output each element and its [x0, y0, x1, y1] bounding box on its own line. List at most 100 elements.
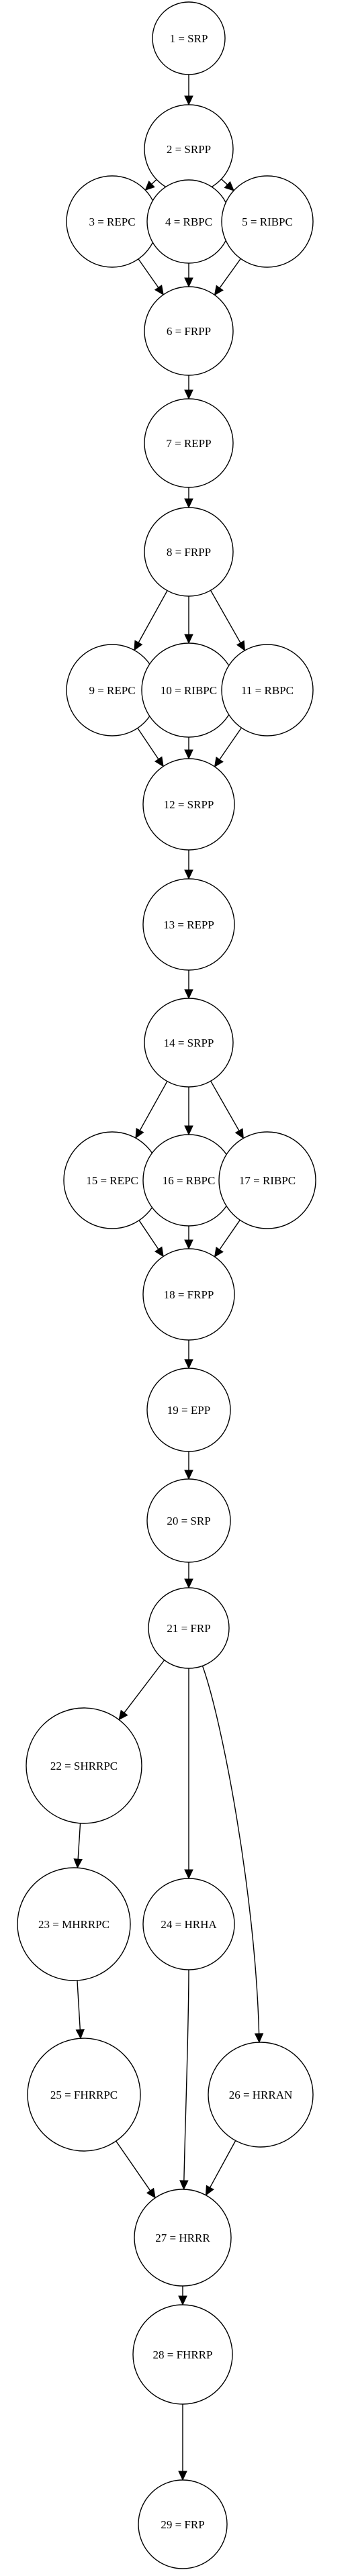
node-29: 29 = FRP — [138, 2479, 228, 2569]
edges-layer — [73, 75, 264, 2481]
edge-arrowhead-5-6 — [214, 285, 224, 296]
node-label: 23 = MHRRPC — [38, 1918, 109, 1931]
node-26: 26 = HRRAN — [208, 2042, 314, 2148]
edge-26-27 — [210, 2140, 236, 2188]
edge-arrowhead-2-5 — [224, 181, 234, 191]
node-label: 8 = FRPP — [167, 546, 211, 559]
node-24: 24 = HRHA — [142, 1878, 235, 1970]
node-label: 4 = RBPC — [165, 216, 212, 228]
node-2: 2 = SRPP — [144, 104, 234, 194]
node-circle — [142, 878, 235, 971]
node-circle — [27, 2038, 141, 2152]
edge-5-6 — [219, 258, 241, 289]
node-label: 26 = HRRAN — [229, 2089, 293, 2101]
edge-arrowhead-24-27 — [179, 2180, 189, 2191]
edge-arrowhead-6-7 — [184, 389, 193, 400]
edge-arrowhead-9-12 — [154, 756, 164, 767]
node-circle — [146, 1478, 231, 1563]
edge-arrowhead-8-9 — [134, 640, 143, 651]
edge-17-18 — [219, 1219, 240, 1250]
node-9: 9 = REPC — [66, 644, 159, 736]
node-label: 5 = RIBPC — [242, 216, 293, 228]
edge-arrowhead-13-14 — [184, 989, 193, 1000]
edge-9-12 — [137, 728, 159, 760]
edge-24-27 — [183, 1969, 189, 2181]
node-label: 16 = RBPC — [163, 1174, 216, 1187]
node-28: 28 = FHRRP — [132, 2304, 233, 2405]
node-11: 11 = RBPC — [221, 644, 314, 736]
node-label: 10 = RIBPC — [161, 684, 217, 697]
node-label: 14 = SRPP — [164, 1037, 214, 1049]
node-label: 3 = REPC — [89, 216, 135, 228]
node-circle — [138, 2479, 228, 2569]
node-27: 27 = HRRR — [134, 2189, 232, 2287]
edge-arrowhead-12-13 — [184, 869, 193, 880]
node-label: 1 = SRP — [170, 32, 208, 45]
node-7: 7 = REPP — [144, 398, 234, 488]
edge-3-6 — [138, 258, 159, 288]
nodes-layer: 1 = SRP 2 = SRPP 3 = REPC 4 = RBPC 5 = RIBPC… — [17, 1, 316, 2569]
node-label: 12 = SRPP — [164, 798, 214, 811]
node-18: 18 = FRPP — [142, 1248, 235, 1341]
node-15: 15 = REPC — [63, 1131, 161, 1229]
edge-arrowhead-20-21 — [184, 1578, 193, 1589]
edge-arrowhead-14-16 — [184, 1125, 193, 1136]
node-12: 12 = SRPP — [142, 758, 235, 851]
node-3: 3 = REPC — [66, 175, 159, 268]
node-10: 10 = RIBPC — [141, 642, 236, 738]
edge-arrowhead-22-23 — [73, 1858, 83, 1869]
edge-arrowhead-23-25 — [75, 2029, 85, 2040]
edge-arrowhead-2-3 — [144, 181, 155, 191]
node-1: 1 = SRP — [152, 1, 226, 75]
node-22: 22 = SHRRPC — [26, 1707, 142, 1824]
edge-arrowhead-1-2 — [184, 95, 193, 106]
edge-arrowhead-18-19 — [184, 1359, 193, 1370]
node-circle — [142, 1878, 235, 1970]
node-label: 9 = REPC — [89, 684, 135, 697]
edge-arrowhead-8-11 — [236, 640, 246, 651]
node-circle — [17, 1867, 131, 1981]
edge-arrowhead-25-27 — [146, 2187, 156, 2199]
node-circle — [221, 644, 314, 736]
node-20: 20 = SRP — [146, 1478, 231, 1563]
node-circle — [152, 1, 226, 75]
node-circle — [144, 507, 234, 597]
node-label: 13 = REPP — [163, 918, 214, 931]
edge-arrowhead-21-22 — [118, 1709, 128, 1721]
node-label: 7 = REPP — [166, 437, 211, 450]
node-label: 17 = RIBPC — [239, 1174, 296, 1187]
node-circle — [142, 1248, 235, 1341]
edge-22-23 — [77, 1823, 81, 1860]
node-label: 24 = HRHA — [161, 1918, 217, 1931]
node-14: 14 = SRPP — [144, 998, 234, 1088]
node-label: 20 = SRP — [167, 1515, 210, 1527]
edge-2-3 — [151, 179, 157, 185]
node-5: 5 = RIBPC — [221, 175, 314, 268]
node-circle — [144, 398, 234, 488]
edge-arrowhead-17-18 — [214, 1247, 224, 1257]
node-16: 16 = RBPC — [142, 1134, 235, 1227]
edge-11-12 — [219, 727, 242, 760]
node-label: 2 = SRPP — [167, 143, 211, 156]
edge-arrowhead-10-12 — [184, 749, 193, 760]
node-17: 17 = RIBPC — [218, 1131, 316, 1229]
node-circle — [144, 286, 234, 376]
node-circle — [146, 1368, 231, 1452]
edge-15-18 — [138, 1220, 159, 1250]
edge-arrowhead-21-26 — [254, 2033, 264, 2044]
node-circle — [132, 2304, 233, 2405]
node-8: 8 = FRPP — [144, 507, 234, 597]
edge-arrowhead-4-6 — [184, 277, 193, 288]
edge-23-25 — [77, 1980, 81, 2030]
node-label: 18 = FRPP — [164, 1288, 214, 1301]
node-label: 21 = FRP — [167, 1622, 210, 1635]
node-6: 6 = FRPP — [144, 286, 234, 376]
node-label: 25 = FHRRPC — [50, 2089, 118, 2101]
node-circle — [208, 2042, 314, 2148]
edge-arrowhead-7-8 — [184, 498, 193, 509]
node-label: 6 = FRPP — [167, 325, 211, 338]
node-circle — [26, 1707, 142, 1824]
edge-21-26 — [202, 1666, 260, 2034]
edge-arrowhead-16-18 — [184, 1239, 193, 1250]
edge-arrowhead-14-17 — [234, 1128, 244, 1139]
